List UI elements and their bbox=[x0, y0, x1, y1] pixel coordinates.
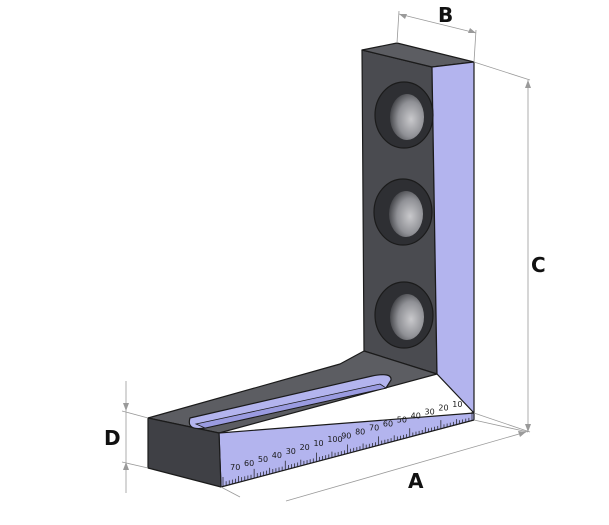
ruler-number: 30 bbox=[425, 408, 435, 417]
dimension-label-a: A bbox=[408, 469, 424, 493]
ruler-number: 100 bbox=[327, 435, 342, 444]
ruler-number: 10 bbox=[452, 400, 462, 409]
dimension-label-b: B bbox=[438, 3, 453, 27]
ruler-number: 10 bbox=[313, 439, 323, 448]
vertical-arm-side-face bbox=[431, 61, 475, 414]
ruler-number: 40 bbox=[411, 412, 421, 421]
ruler-tick-marks bbox=[222, 412, 473, 486]
ruler-number: 60 bbox=[244, 459, 254, 468]
ruler-number: 50 bbox=[397, 416, 407, 425]
ruler-number: 50 bbox=[258, 455, 268, 464]
dimension-label-d: D bbox=[104, 426, 121, 450]
hole-bottom bbox=[374, 281, 434, 349]
ruler-number: 40 bbox=[272, 451, 282, 460]
ruler-number: 30 bbox=[286, 447, 296, 456]
hole-top bbox=[374, 81, 434, 149]
hole-middle bbox=[373, 178, 433, 246]
ruler-number: 70 bbox=[369, 423, 379, 432]
ruler-number: 80 bbox=[355, 427, 365, 436]
ruler-number: 60 bbox=[383, 419, 393, 428]
dimension-label-c: C bbox=[531, 253, 546, 277]
base-slot bbox=[188, 374, 392, 430]
dimension-lines bbox=[121, 10, 531, 502]
vertical-arm-holes bbox=[373, 81, 434, 349]
ruler-number: 20 bbox=[438, 404, 448, 413]
slot-inner-wall bbox=[194, 383, 388, 429]
ruler-number: 70 bbox=[230, 463, 240, 472]
ruler-number: 20 bbox=[300, 443, 310, 452]
ruler-number: 90 bbox=[341, 431, 351, 440]
